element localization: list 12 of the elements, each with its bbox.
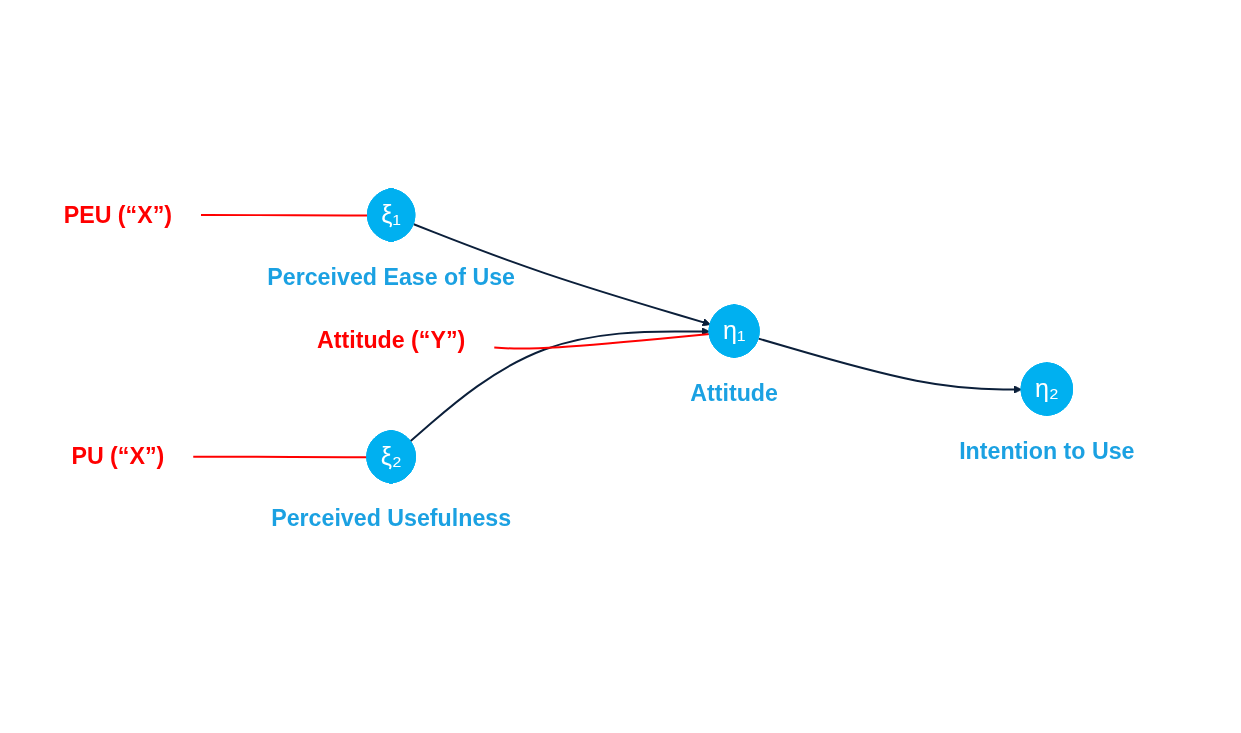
connector [493, 332, 711, 350]
arrow [409, 326, 710, 442]
arrow [757, 337, 1022, 394]
node-text: PEU (“X”) [63, 201, 172, 228]
node-text: Attitude (“Y”) [316, 326, 466, 353]
node-text: PU (“X”) [71, 442, 165, 469]
node-label: Intention to Use [958, 437, 1135, 464]
node-label: Attitude [690, 379, 778, 406]
node-label: Perceived Ease of Use [267, 263, 515, 290]
node-label: Perceived Usefulness [270, 504, 511, 531]
connector [199, 213, 369, 217]
arrow [412, 222, 711, 326]
